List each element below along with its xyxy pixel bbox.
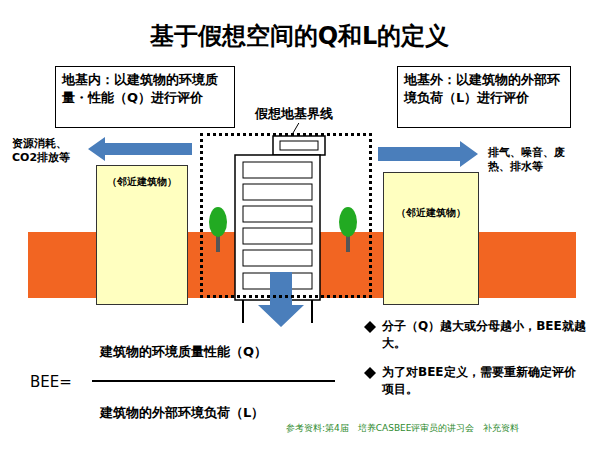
right-arrow: [378, 141, 478, 167]
title: 基于假想空间的Q和L的定义: [0, 20, 599, 52]
formula-denominator: 建筑物的外部环境负荷（L）: [100, 404, 335, 422]
callout-box: 地基内：以建筑物的环境质量・性能（Q）进行评价: [55, 66, 235, 128]
bullet-diamond: [364, 321, 376, 333]
left-arrow: [88, 137, 192, 161]
flow-label: 资源消耗、CO2排放等: [12, 137, 90, 166]
neighbor-building: （邻近建筑物）: [383, 172, 479, 305]
bullet-diamond: [364, 367, 376, 379]
callout-box: 地基外：以建筑物的外部环境负荷（L）进行评价: [397, 66, 571, 128]
footnote: 参考资料:第4届 培养CASBEE评审员的讲习会 补充资料: [286, 422, 586, 435]
flow-label: 排气、噪音、废热、排水等: [488, 146, 578, 175]
tree: [209, 207, 357, 252]
site-boundary: 假想地基界线: [200, 133, 372, 298]
node-text: （邻近建筑物）: [99, 176, 185, 189]
bullet-text: 为了对BEE定义，需要重新确定评价项目。: [382, 364, 587, 398]
node-text: 地基外：以建筑物的外部环境负荷（L）进行评价: [404, 71, 564, 106]
fraction-bar: [92, 380, 335, 382]
formula-label: BEE=: [30, 373, 90, 391]
node-text: （邻近建筑物）: [386, 207, 476, 220]
bullet-text: 分子（Q）越大或分母越小，BEE就越大。: [382, 318, 587, 352]
formula-numerator: 建筑物的环境质量性能（Q）: [100, 343, 335, 361]
node-text: 地基内：以建筑物的环境质量・性能（Q）进行评价: [62, 71, 228, 106]
neighbor-building: （邻近建筑物）: [96, 165, 188, 305]
boundary-label: 假想地基界线: [253, 105, 335, 123]
down-arrow: [258, 272, 304, 327]
